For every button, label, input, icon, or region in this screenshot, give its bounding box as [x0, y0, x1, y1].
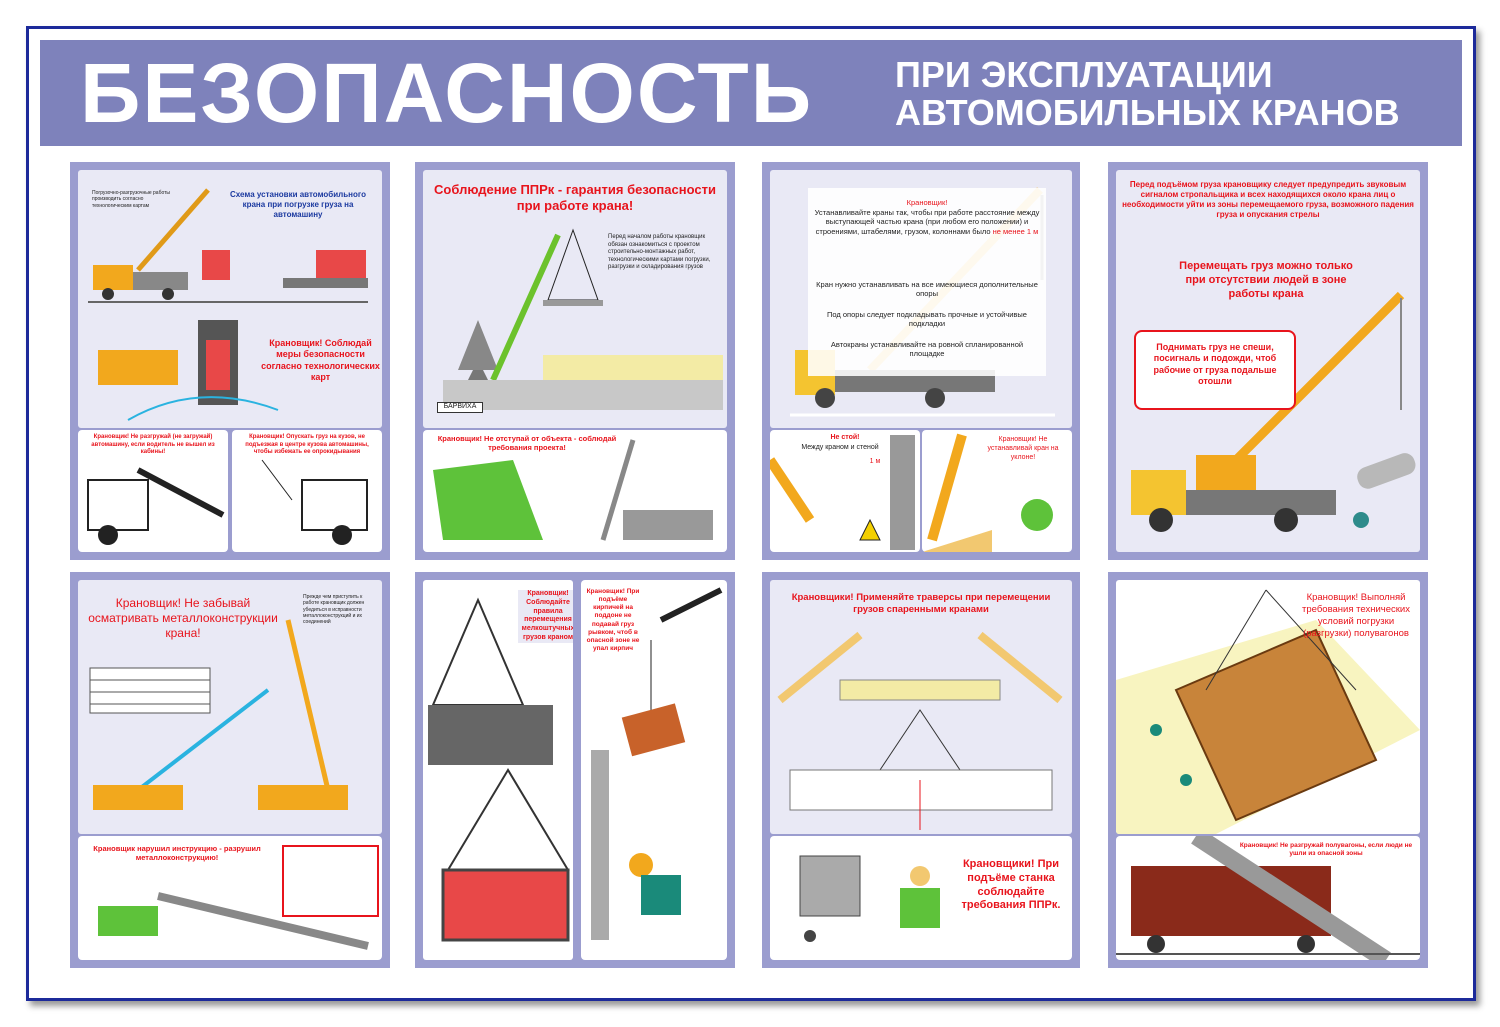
poster-title: БЕЗОПАСНОСТЬ [80, 46, 814, 140]
panel-gondola-cars: Крановщик! Выполняй требования техническ… [1108, 572, 1428, 968]
sub-warning: Крановщики! При подъёме станка соблюдайт… [961, 858, 1061, 912]
side-warning: Крановщик! При подъёме кирпичей на поддо… [586, 588, 640, 652]
sub-panel-project: Крановщик! Не отступай от объекта - собл… [423, 430, 727, 552]
sub-panel-bricks: Крановщик! При подъёме кирпичей на поддо… [581, 580, 727, 960]
panel-main: Соблюдение ППРк - гарантия безопасности … [423, 170, 727, 428]
poster-header: БЕЗОПАСНОСТЬ ПРИ ЭКСПЛУАТАЦИИ АВТОМОБИЛЬ… [40, 40, 1462, 146]
falling-bricks-illustration [591, 587, 723, 940]
collapse-illustration [433, 439, 713, 541]
paired-cranes-illustration [777, 631, 1063, 830]
panel-title: Крановщик! Соблюдайте правила перемещени… [518, 590, 573, 643]
note-text: Прежде чем приступить к работе крановщик… [303, 594, 365, 625]
panel-title: Соблюдение ППРк - гарантия безопасности … [434, 182, 716, 214]
panel-traverse: Крановщики! Применяйте траверсы при пере… [762, 572, 1080, 968]
notice-paragraph-2: Кран нужно устанавливать на все имеющиес… [816, 280, 1038, 299]
sub-panel-wall-gap: Не стой! Между краном и стеной 1 м [770, 430, 920, 552]
distance-label: 1 м [869, 458, 881, 465]
collapsed-boom-illustration [98, 845, 379, 950]
truck-illustration [87, 467, 225, 545]
subtitle-line-2: АВТОМОБИЛЬНЫХ КРАНОВ [895, 92, 1400, 133]
panel-title: Крановщик! Выполняй требования техническ… [1302, 592, 1410, 639]
panel-main: Крановщик! Соблюдайте правила перемещени… [423, 580, 573, 960]
note-text: Перед началом работы крановщик обязан оз… [608, 234, 711, 270]
sub-panel-machine-lift: Крановщики! При подъёме станка соблюдайт… [770, 836, 1072, 960]
notice-box: Крановщик! Устанавливайте краны так, что… [808, 188, 1046, 376]
panel-main: Крановщик! Выполняй требования техническ… [1116, 580, 1420, 834]
crane-inspection-illustration [89, 619, 348, 810]
box-text: Поднимать груз не спеши, посигналь и под… [1153, 342, 1277, 386]
panel-main: Крановщик! Устанавливайте краны так, что… [770, 170, 1072, 428]
rail-car-illustration [1116, 836, 1420, 960]
sub-panel-unloading-danger: Крановщик! Не разгружай полувагоны, если… [1116, 836, 1420, 960]
notice-paragraph-1: Устанавливайте краны так, чтобы при рабо… [813, 208, 1041, 236]
notice-text: Устанавливайте краны так, чтобы при рабо… [814, 208, 1040, 236]
panel-main: Перед подъёмом груза крановщику следует … [1116, 170, 1420, 552]
crane-truck-illustration [88, 188, 368, 421]
sub-warning: Крановщик нарушил инструкцию - разрушил … [93, 844, 261, 863]
top-text: Перед подъёмом груза крановщику следует … [1122, 180, 1414, 219]
sub-warning-text: Между краном и стеной [801, 444, 879, 451]
panel-signal-before-lift: Перед подъёмом груза крановщику следует … [1108, 162, 1428, 560]
panel-title: Крановщик! Не забывай осматривать металл… [88, 596, 278, 640]
panel-pprk: Соблюдение ППРк - гарантия безопасности … [415, 162, 735, 560]
panel-small-piece-loads: Крановщик! Соблюдайте правила перемещени… [415, 572, 735, 968]
gondola-loading-illustration [1116, 589, 1420, 834]
sub-warning: Крановщик! Не разгружай полувагоны, если… [1239, 842, 1413, 858]
notice-paragraph-4: Автокраны устанавливайте на ровной сплан… [830, 340, 1024, 359]
sub-warning: Крановщик! Не отступай от объекта - собл… [437, 434, 617, 453]
subtitle-line-1: ПРИ ЭКСПЛУАТАЦИИ [895, 54, 1273, 95]
truck-illustration [261, 459, 368, 545]
sub-warning: Крановщик! Не разгружай (не загружай) ав… [91, 434, 215, 455]
crane-lift-illustration [1131, 291, 1416, 532]
bold-warning: Перемещать груз можно только при отсутст… [1179, 260, 1353, 300]
sub-warning: Крановщик! Опускать груз на кузов, не по… [245, 434, 369, 455]
panel-main: Погрузочно-разгрузочные работы производи… [78, 170, 382, 428]
warning-text: Крановщик! Соблюдай меры безопасности со… [261, 338, 380, 382]
panel-title: Крановщики! Применяйте траверсы при пере… [791, 592, 1051, 615]
site-sign: БАРВИХА [437, 402, 483, 413]
tipping-crane-illustration [922, 433, 1053, 552]
warning-box: Поднимать груз не спеши, посигналь и под… [1134, 330, 1296, 410]
sub-warning: Крановщик! Не устанавливай кран на уклон… [987, 436, 1059, 461]
note-text: Погрузочно-разгрузочные работы производи… [92, 190, 171, 209]
notice-title: Крановщик! [906, 198, 948, 207]
panel-main: Крановщики! Применяйте траверсы при пере… [770, 580, 1072, 834]
poster-subtitle: ПРИ ЭКСПЛУАТАЦИИ АВТОМОБИЛЬНЫХ КРАНОВ [895, 56, 1455, 132]
load-basket-illustration [428, 597, 570, 942]
machine-lift-illustration [799, 855, 940, 942]
crane-wall-illustration [770, 435, 915, 550]
panel-metal-inspection: Крановщик! Не забывай осматривать металл… [70, 572, 390, 968]
sub-panel-lowering: Крановщик! Опускать груз на кузов, не по… [232, 430, 382, 552]
notice-distance: не менее 1 м [992, 226, 1039, 236]
sub-panel-unloading: Крановщик! Не разгружай (не загружай) ав… [78, 430, 228, 552]
panel-crane-installation: Крановщик! Устанавливайте краны так, что… [762, 162, 1080, 560]
sub-warning-title: Не стой! [830, 434, 860, 441]
sub-panel-instruction-violated: Крановщик нарушил инструкцию - разрушил … [78, 836, 382, 960]
notice-paragraph-3: Под опоры следует подкладывать прочные и… [827, 310, 1027, 329]
sub-panel-slope: Крановщик! Не устанавливай кран на уклон… [922, 430, 1072, 552]
panel-crane-setup-scheme: Погрузочно-разгрузочные работы производи… [70, 162, 390, 560]
panel-title: Схема установки автомобильного крана при… [230, 190, 366, 219]
crane-site-illustration [443, 228, 723, 410]
panel-main: Крановщик! Не забывай осматривать металл… [78, 580, 382, 834]
